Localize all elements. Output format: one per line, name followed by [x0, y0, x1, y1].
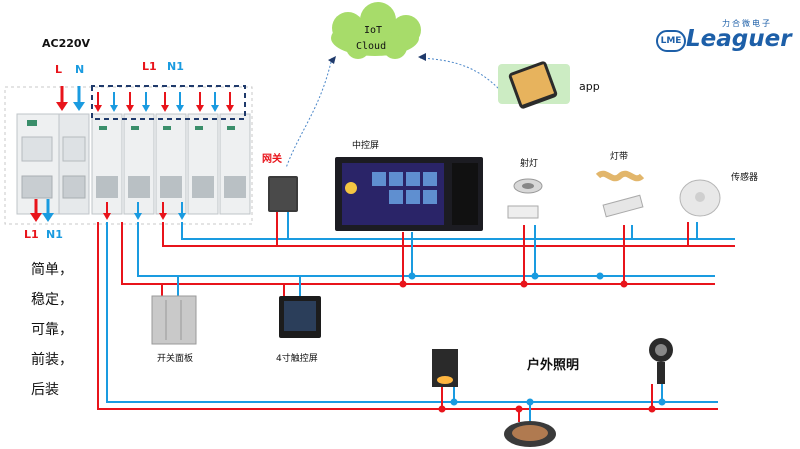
feature-5: 后装 — [31, 382, 59, 398]
touch-screen-label: 4寸触控屏 — [276, 354, 318, 364]
iot-cloud — [331, 2, 421, 59]
app-device — [498, 61, 570, 109]
app-label: app — [579, 80, 600, 93]
junction-dots — [399, 272, 666, 413]
wires — [97, 212, 735, 422]
switch-panel-device — [151, 295, 197, 345]
sensor-device — [679, 179, 721, 217]
central-screen-device — [335, 157, 483, 231]
spotlight-label: 射灯 — [520, 159, 539, 169]
bus-l1-label: L1 — [142, 60, 157, 73]
brand-logo: LME 力合微电子 Leaguer — [656, 18, 796, 58]
power-title: AC220V — [42, 37, 91, 50]
light-strip-device — [595, 170, 645, 218]
central-screen-label: 中控屏 — [352, 141, 380, 151]
switch-panel-label: 开关面板 — [157, 354, 194, 364]
ground-lamp-device — [504, 421, 556, 447]
bus-n1-label: N1 — [167, 60, 184, 73]
feature-1: 简单， — [31, 262, 73, 278]
wall-lamp-device — [432, 349, 458, 387]
outdoor-label: 户外照明 — [527, 358, 580, 373]
main-breaker — [16, 113, 90, 215]
spotlight-device — [507, 178, 543, 219]
floodlight-device — [649, 338, 673, 384]
cloud-line2: Cloud — [356, 41, 387, 52]
gateway-label: 网关 — [262, 154, 282, 165]
input-n-label: N — [75, 63, 85, 76]
output-arrows — [30, 199, 54, 222]
feature-3: 可靠， — [31, 322, 73, 338]
brand-badge: LME — [656, 30, 686, 52]
input-l-label: L — [55, 63, 63, 76]
breaker-out-arrows — [103, 202, 186, 220]
touch-screen-device — [279, 296, 321, 338]
bus-arrows — [94, 92, 234, 112]
bus-dashed — [91, 85, 246, 120]
input-arrows — [56, 86, 85, 111]
feature-2: 稳定， — [31, 292, 73, 308]
light-strip-label: 灯带 — [610, 152, 629, 162]
output-l1-label: L1 — [24, 228, 39, 241]
sensor-label: 传感器 — [731, 173, 759, 183]
cloud-links — [285, 57, 501, 169]
cloud-line1: IoT — [364, 25, 383, 36]
gateway-device — [268, 176, 298, 212]
brand-tagline: 力合微电子 — [722, 19, 772, 28]
feature-4: 前装， — [31, 352, 73, 368]
output-n1-label: N1 — [46, 228, 63, 241]
brand-name: Leaguer — [686, 26, 792, 52]
